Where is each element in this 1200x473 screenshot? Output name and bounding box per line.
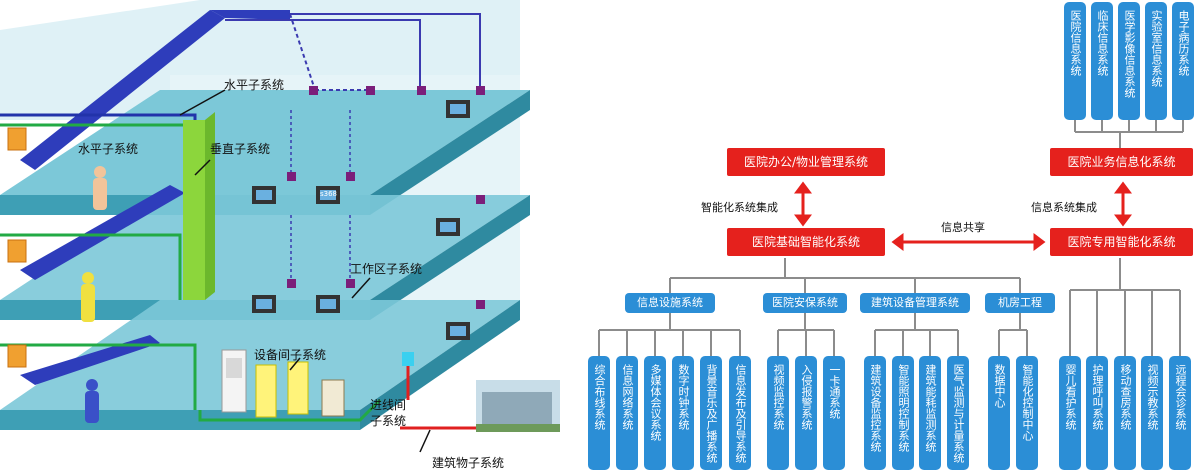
item-video-teaching: 视频示教系统 <box>1141 356 1163 470</box>
label-entrance-room-line2: 子系统 <box>370 414 407 428</box>
vertical-riser <box>183 120 205 300</box>
top-item-imaging: 医学影像信息系统 <box>1118 2 1140 120</box>
node-special-intelligent: 医院专用智能化系统 <box>1050 228 1193 256</box>
label-horizontal-left: 水平子系统 <box>78 142 139 156</box>
item-medical-gas: 医气监测与计量系统 <box>947 356 969 470</box>
middle-cable-tray <box>20 185 185 280</box>
item-clock: 数字时钟系统 <box>672 356 694 470</box>
group-building-equipment: 建筑设备管理系统 <box>860 293 970 313</box>
building-photo <box>476 380 560 432</box>
item-data-center: 数据中心 <box>988 356 1010 470</box>
floor-slab-bottom <box>0 300 520 430</box>
hospital-system-diagram: 医院办公/物业管理系统 医院业务信息化系统 医院基础智能化系统 医院专用智能化系… <box>575 0 1200 473</box>
item-cabling: 综合布线系统 <box>588 356 610 470</box>
item-energy: 建筑能耗监测系统 <box>919 356 941 470</box>
building-cutaway-drawing <box>0 0 560 453</box>
node-office-management: 医院办公/物业管理系统 <box>727 148 885 176</box>
edge-label-info-sharing: 信息共享 <box>941 221 985 234</box>
item-bas: 建筑设备监控系统 <box>864 356 886 470</box>
label-building: 建筑物子系统 <box>432 456 505 470</box>
label-horizontal-top: 水平子系统 <box>224 78 285 92</box>
group-security: 医院安保系统 <box>763 293 847 313</box>
top-item-lab: 实验室信息系统 <box>1145 2 1167 120</box>
item-intrusion-alarm: 入侵报警系统 <box>795 356 817 470</box>
label-vertical: 垂直子系统 <box>210 142 271 156</box>
cabling-illustration: 水平子系统 水平子系统 垂直子系统 工作区子系统 设备间子系统 进线间 子系统 … <box>0 0 560 473</box>
entrance-box <box>402 352 414 366</box>
label-entrance-room-line1: 进线间 <box>370 398 407 412</box>
item-control-center: 智能化控制中心 <box>1016 356 1038 470</box>
bottom-cable-tray <box>20 335 160 385</box>
group-machine-room: 机房工程 <box>985 293 1055 313</box>
top-item-his: 医院信息系统 <box>1064 2 1086 120</box>
workstations <box>252 100 470 340</box>
label-equipment-room: 设备间子系统 <box>254 348 327 362</box>
diagram-connectors <box>598 120 1184 356</box>
edge-label-right-integration: 信息系统集成 <box>1031 201 1097 214</box>
top-item-emr: 电子病历系统 <box>1172 2 1194 120</box>
item-video-surveillance: 视频监控系统 <box>767 356 789 470</box>
item-card-system: 一卡通系统 <box>823 356 845 470</box>
edge-label-left-integration: 智能化系统集成 <box>701 201 778 214</box>
item-network: 信息网络系统 <box>616 356 638 470</box>
node-business-informatization: 医院业务信息化系统 <box>1050 148 1193 176</box>
top-item-clinical: 临床信息系统 <box>1091 2 1113 120</box>
screen-text: s368 <box>320 190 338 198</box>
person-figures <box>81 166 107 423</box>
equipment-room-cabinets <box>221 349 345 418</box>
item-telemedicine: 远程会诊系统 <box>1169 356 1191 470</box>
item-infant-care: 婴儿看护系统 <box>1059 356 1081 470</box>
item-signage: 信息发布及引导系统 <box>729 356 751 470</box>
item-nurse-call: 护理呼叫系统 <box>1086 356 1108 470</box>
item-multimedia: 多媒体会议系统 <box>644 356 666 470</box>
top-cable-tray <box>20 10 225 170</box>
item-lighting: 智能照明控制系统 <box>892 356 914 470</box>
item-mobile-rounds: 移动查房系统 <box>1114 356 1136 470</box>
item-broadcast: 背景音乐及广播系统 <box>700 356 722 470</box>
label-work-area: 工作区子系统 <box>350 262 423 276</box>
group-info-facility: 信息设施系统 <box>625 293 715 313</box>
node-base-intelligent: 医院基础智能化系统 <box>727 228 885 256</box>
